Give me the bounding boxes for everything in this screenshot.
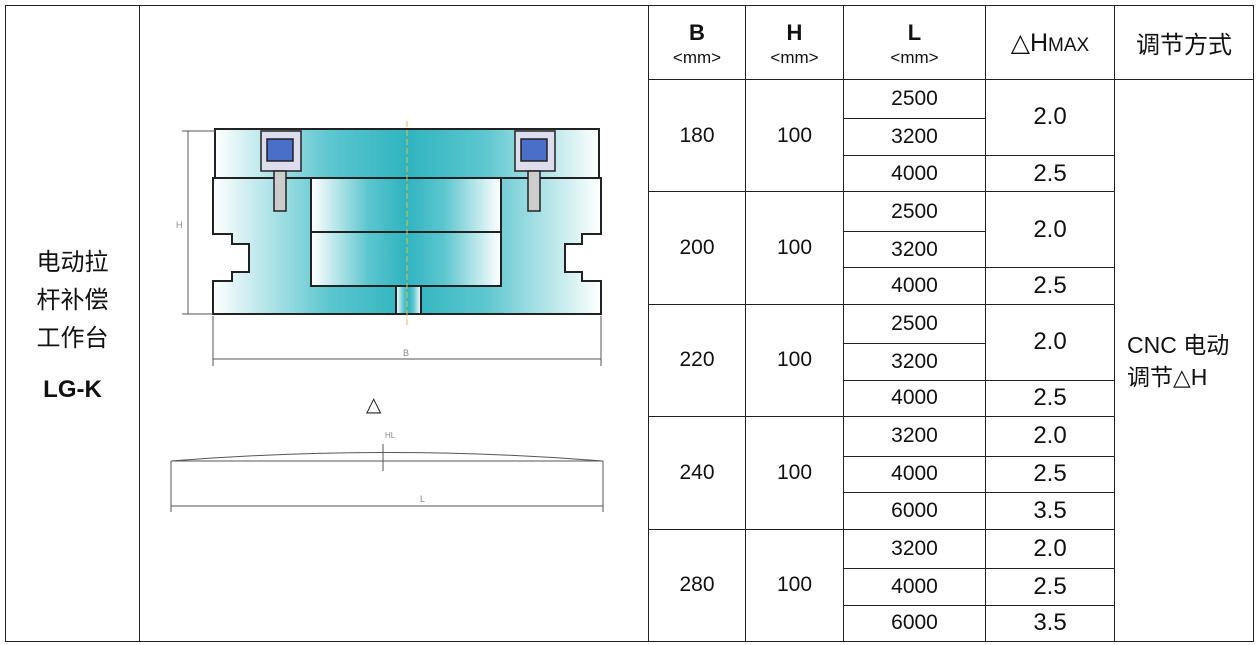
dim-hl-label: HL xyxy=(385,431,396,440)
cell-dh: 2.5 xyxy=(985,267,1115,305)
cell-h: 100 xyxy=(745,303,844,418)
dim-b-label: B xyxy=(403,348,409,358)
cell-dh: 2.0 xyxy=(985,79,1115,156)
cell-h: 100 xyxy=(745,528,844,643)
cell-dh: 2.5 xyxy=(985,379,1115,418)
product-cell: 电动拉 杆补偿 工作台 LG-K xyxy=(5,5,140,642)
cell-dh: 2.5 xyxy=(985,154,1115,193)
cell-b: 200 xyxy=(648,191,746,305)
cell-dh: 2.0 xyxy=(985,528,1115,570)
cell-b: 180 xyxy=(648,78,746,193)
cell-b: 220 xyxy=(648,303,746,418)
cell-dh: 2.5 xyxy=(985,455,1115,494)
product-name-2: 杆补偿 xyxy=(36,286,109,314)
cell-dh: 2.0 xyxy=(985,416,1115,457)
spec-table: 电动拉 杆补偿 工作台 LG-K H B △ HL L B<mm> H xyxy=(5,5,1254,643)
bolt-icon-left xyxy=(260,130,302,212)
cell-dh: 2.0 xyxy=(985,191,1115,269)
cell-l: 4000 xyxy=(843,568,986,606)
diagram-cell: H B △ HL L xyxy=(139,5,649,642)
cell-h: 100 xyxy=(745,416,844,530)
header-l: L<mm> xyxy=(843,5,986,80)
table-row: 3200 xyxy=(6,343,1254,381)
cell-l: 2500 xyxy=(843,303,986,345)
delta-label: △ xyxy=(366,394,382,416)
product-model: LG-K xyxy=(43,375,102,403)
cell-l: 6000 xyxy=(843,604,986,642)
cell-l: 2500 xyxy=(843,78,986,120)
cell-b: 240 xyxy=(648,416,746,530)
table-row: 3200 xyxy=(6,118,1254,156)
cell-l: 4000 xyxy=(843,267,986,305)
workbench-diagram: H B △ HL L xyxy=(170,121,604,512)
cell-h: 100 xyxy=(745,191,844,305)
dim-h-label: H xyxy=(176,220,183,230)
bolt-icon-right xyxy=(514,130,556,212)
header-b: B<mm> xyxy=(648,5,746,80)
cell-l: 3200 xyxy=(843,528,986,570)
cell-l: 2500 xyxy=(843,191,986,232)
dim-l-label: L xyxy=(420,494,425,504)
cell-dh: 3.5 xyxy=(985,492,1115,530)
cell-dh: 2.5 xyxy=(985,568,1115,606)
cell-l: 3200 xyxy=(843,230,986,269)
center-block xyxy=(310,177,502,233)
cell-l: 6000 xyxy=(843,492,986,530)
cell-dh: 3.5 xyxy=(985,604,1115,642)
product-name-1: 电动拉 xyxy=(36,248,109,276)
header-dh: △HMAX xyxy=(985,5,1115,80)
header-h: H<mm> xyxy=(745,5,844,80)
cell-l: 4000 xyxy=(843,154,986,193)
cell-l: 3200 xyxy=(843,416,986,457)
cell-l: 3200 xyxy=(843,118,986,156)
table-row: 3200 xyxy=(6,230,1254,269)
cell-dh: 2.0 xyxy=(985,303,1115,381)
cell-h: 100 xyxy=(745,78,844,193)
cell-l: 3200 xyxy=(843,343,986,381)
cell-method: CNC 电动调节△H xyxy=(1114,79,1254,642)
cell-l: 4000 xyxy=(843,455,986,494)
header-method: 调节方式 xyxy=(1114,5,1254,80)
cell-b: 280 xyxy=(648,528,746,643)
product-name-3: 工作台 xyxy=(36,324,109,352)
cell-l: 4000 xyxy=(843,379,986,418)
